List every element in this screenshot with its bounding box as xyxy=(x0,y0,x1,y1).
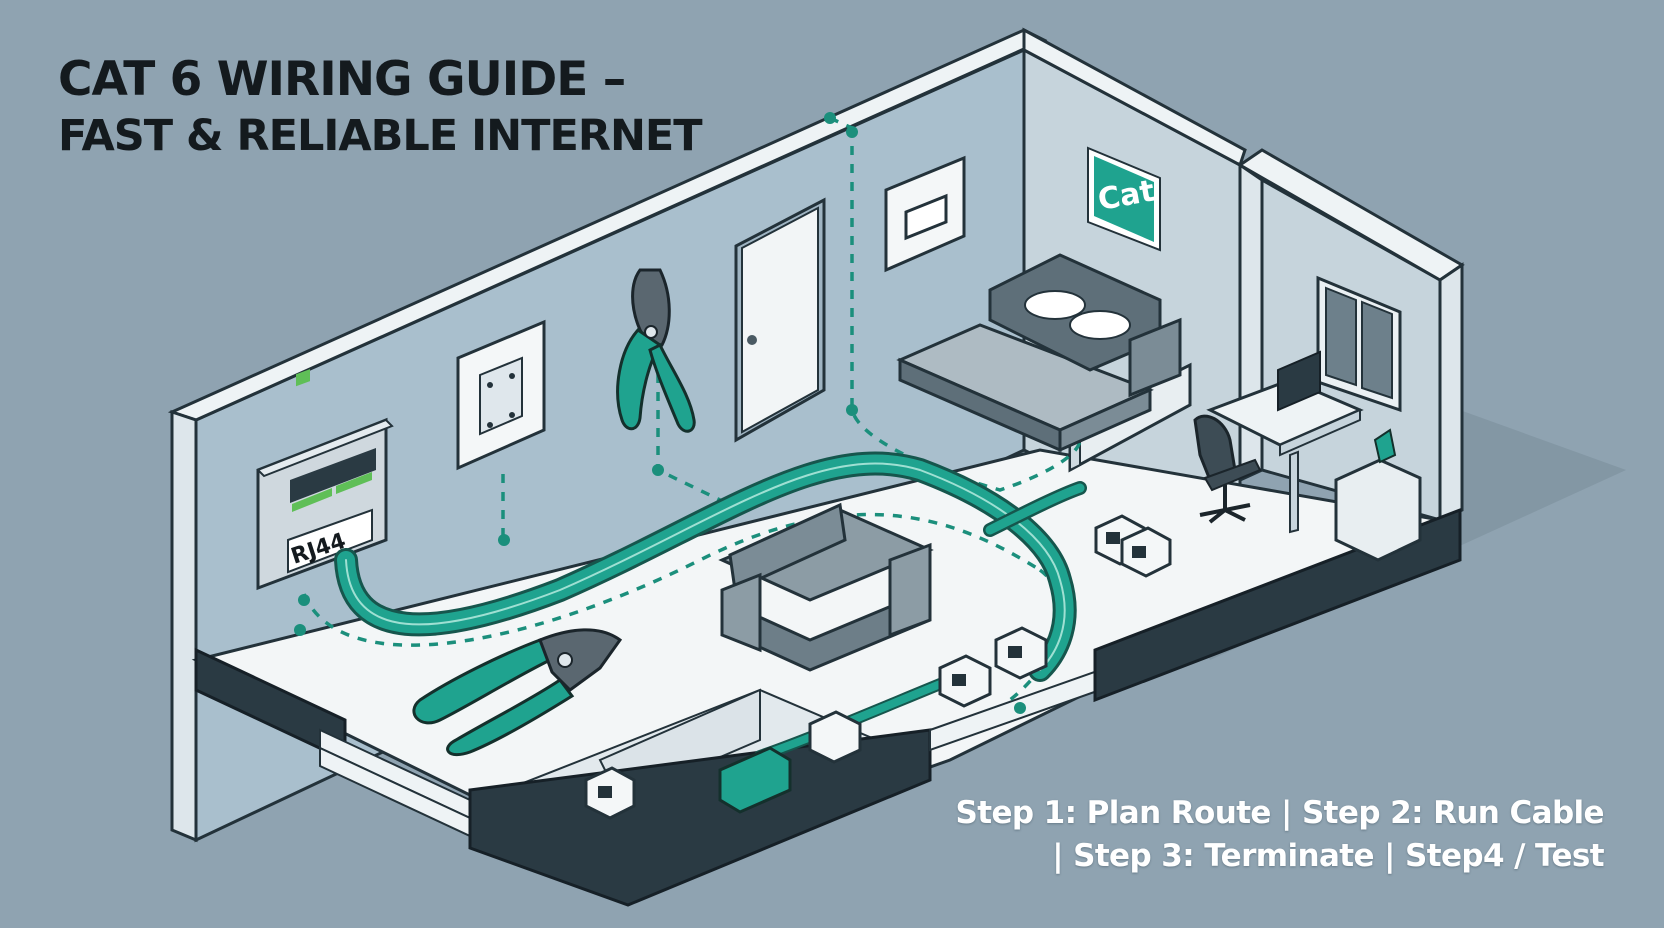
title-line-2: FAST & RELIABLE INTERNET xyxy=(58,111,703,161)
interior-door xyxy=(734,197,826,443)
steps-caption: Step 1: Plan Route | Step 2: Run Cable |… xyxy=(955,792,1605,878)
office-chair xyxy=(1193,414,1262,524)
page-title: CAT 6 WIRING GUIDE – FAST & RELIABLE INT… xyxy=(58,52,703,164)
wall-plate-icon xyxy=(456,319,546,471)
network-switch-icon: RJ44 xyxy=(256,369,394,591)
crimping-tool-icon xyxy=(616,268,696,433)
cable-tester xyxy=(718,746,792,814)
steps-line-1: Step 1: Plan Route | Step 2: Run Cable xyxy=(955,795,1605,831)
wall-plate-icon xyxy=(884,155,966,273)
steps-line-2: | Step 3: Terminate | Step4 / Test xyxy=(1052,838,1604,874)
keystone-jack-icon xyxy=(584,626,1048,820)
title-line-1: CAT 6 WIRING GUIDE – xyxy=(58,52,626,107)
cable-bundle xyxy=(334,451,1087,762)
desk xyxy=(1206,350,1422,562)
bed xyxy=(896,253,1182,453)
sofa xyxy=(718,502,934,672)
keystone-jack-icon xyxy=(1094,514,1172,578)
cat-poster: Cat xyxy=(1087,146,1161,252)
window xyxy=(1316,275,1402,413)
pliers-icon xyxy=(412,628,623,757)
